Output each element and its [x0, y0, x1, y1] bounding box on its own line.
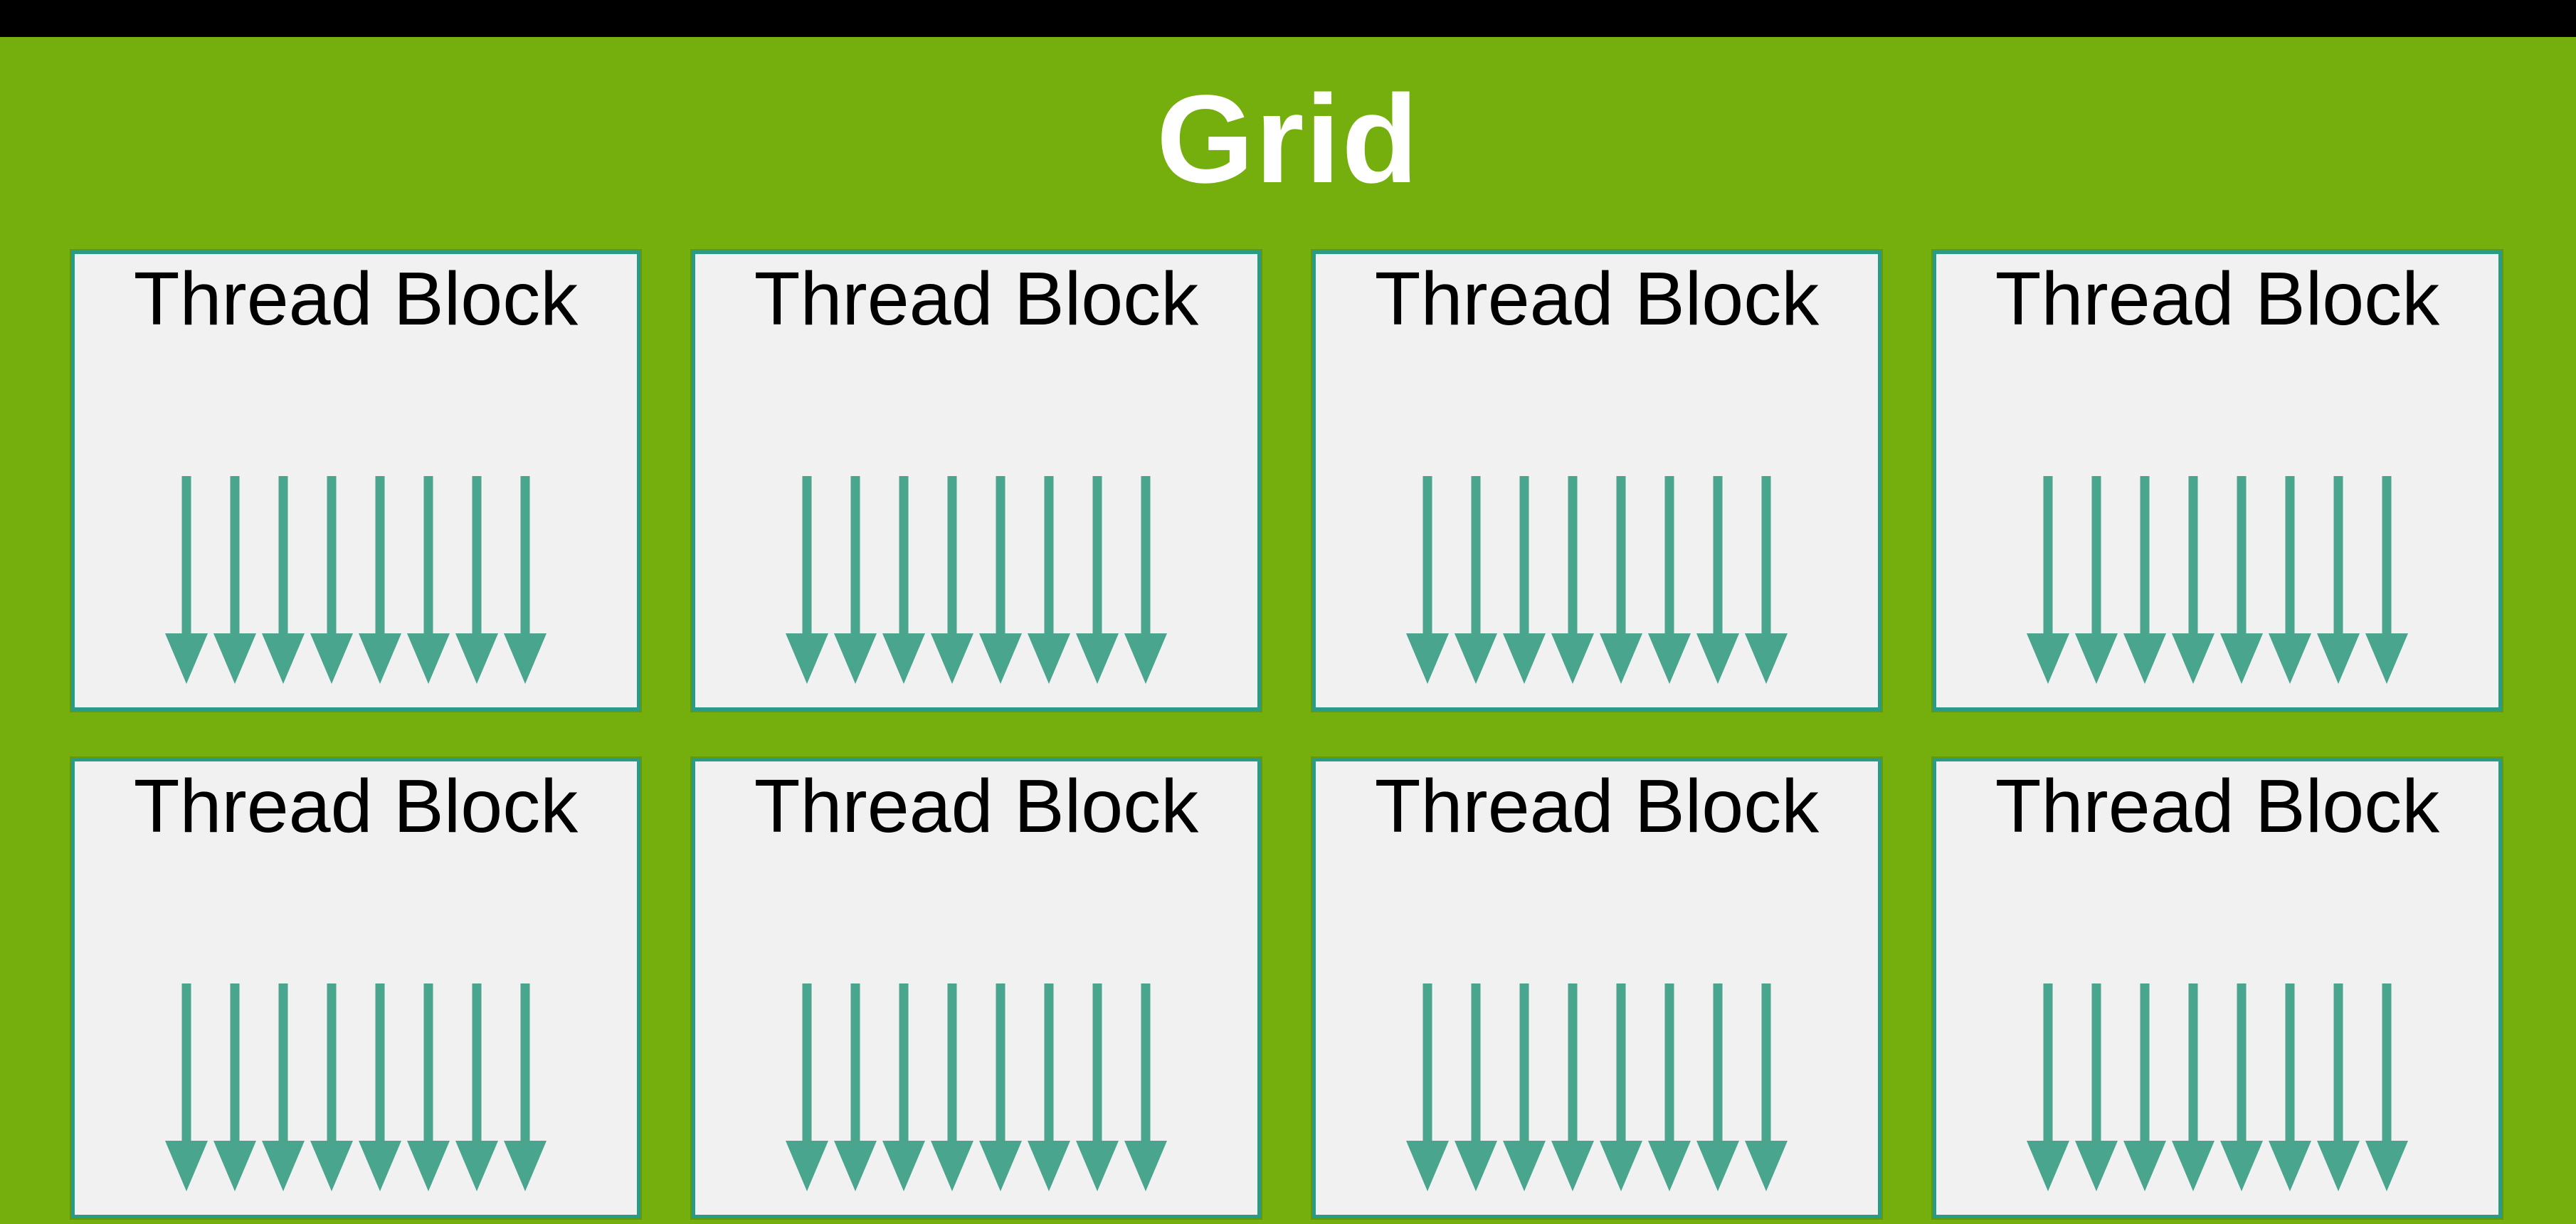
thread-arrow-icon [1028, 983, 1070, 1191]
thread-arrow-icon [2365, 983, 2408, 1191]
thread-arrow-icon [2317, 476, 2360, 684]
thread-arrow-icon [979, 476, 1022, 684]
thread-block-label: Thread Block [1374, 764, 1820, 848]
thread-arrows [1316, 983, 1878, 1191]
thread-block: Thread Block [1931, 756, 2503, 1220]
thread-arrow-icon [1696, 983, 1739, 1191]
thread-block-label: Thread Block [1374, 257, 1820, 341]
thread-block: Thread Block [70, 756, 642, 1220]
thread-arrow-icon [931, 476, 973, 684]
thread-block: Thread Block [1311, 756, 1883, 1220]
thread-arrow-icon [1076, 983, 1119, 1191]
thread-arrow-icon [1600, 476, 1642, 684]
thread-arrow-icon [979, 983, 1022, 1191]
thread-arrow-icon [2027, 983, 2069, 1191]
thread-arrow-icon [786, 476, 828, 684]
thread-arrow-icon [2269, 983, 2311, 1191]
thread-arrow-icon [1551, 983, 1594, 1191]
thread-arrow-icon [1124, 983, 1167, 1191]
thread-arrow-icon [1745, 983, 1788, 1191]
thread-arrow-icon [1503, 476, 1546, 684]
thread-arrow-icon [213, 476, 256, 684]
thread-arrow-icon [504, 476, 547, 684]
thread-arrow-icon [1455, 476, 1497, 684]
thread-arrows [1936, 983, 2498, 1191]
thread-arrows [1316, 476, 1878, 684]
top-black-bar [0, 0, 2576, 37]
thread-arrow-icon [1076, 476, 1119, 684]
thread-block-label: Thread Block [1995, 257, 2440, 341]
thread-arrow-icon [165, 476, 208, 684]
thread-arrow-icon [262, 983, 305, 1191]
thread-arrow-icon [455, 983, 498, 1191]
thread-arrow-icon [1406, 476, 1449, 684]
thread-arrow-icon [1551, 476, 1594, 684]
thread-arrow-icon [931, 983, 973, 1191]
thread-arrow-icon [2172, 983, 2215, 1191]
thread-arrow-icon [2123, 983, 2166, 1191]
thread-arrow-icon [213, 983, 256, 1191]
thread-arrow-icon [2269, 476, 2311, 684]
thread-block-label: Thread Block [133, 257, 579, 341]
thread-arrows [75, 983, 637, 1191]
grid-panel: Grid Thread Block Thread Block Thread Bl… [0, 37, 2576, 1224]
thread-arrow-icon [1124, 476, 1167, 684]
thread-block-label: Thread Block [1995, 764, 2440, 848]
thread-arrow-icon [1028, 476, 1070, 684]
thread-arrow-icon [882, 983, 925, 1191]
thread-arrow-icon [1600, 983, 1642, 1191]
thread-block: Thread Block [690, 249, 1262, 712]
thread-block: Thread Block [1931, 249, 2503, 712]
thread-arrow-icon [834, 983, 877, 1191]
thread-arrow-icon [407, 983, 450, 1191]
thread-blocks-grid: Thread Block Thread Block Thread Block T… [70, 249, 2503, 1220]
thread-arrow-icon [1696, 476, 1739, 684]
thread-arrow-icon [834, 476, 877, 684]
thread-arrow-icon [882, 476, 925, 684]
thread-block: Thread Block [70, 249, 642, 712]
thread-block-label: Thread Block [754, 257, 1199, 341]
thread-arrow-icon [2220, 476, 2263, 684]
thread-arrow-icon [359, 983, 401, 1191]
thread-arrow-icon [310, 476, 353, 684]
thread-block: Thread Block [1311, 249, 1883, 712]
thread-arrow-icon [455, 476, 498, 684]
thread-arrow-icon [2172, 476, 2215, 684]
thread-arrow-icon [2075, 983, 2118, 1191]
thread-arrow-icon [310, 983, 353, 1191]
thread-arrow-icon [2123, 476, 2166, 684]
thread-arrow-icon [2075, 476, 2118, 684]
thread-arrows [695, 983, 1257, 1191]
thread-arrow-icon [1406, 983, 1449, 1191]
thread-arrow-icon [407, 476, 450, 684]
thread-arrow-icon [2220, 983, 2263, 1191]
thread-arrows [1936, 476, 2498, 684]
thread-arrow-icon [1503, 983, 1546, 1191]
thread-arrow-icon [2317, 983, 2360, 1191]
thread-block: Thread Block [690, 756, 1262, 1220]
thread-arrow-icon [1648, 983, 1691, 1191]
thread-block-label: Thread Block [754, 764, 1199, 848]
thread-arrow-icon [1455, 983, 1497, 1191]
thread-arrow-icon [1745, 476, 1788, 684]
thread-arrow-icon [786, 983, 828, 1191]
thread-arrow-icon [359, 476, 401, 684]
thread-arrows [695, 476, 1257, 684]
thread-arrow-icon [2365, 476, 2408, 684]
thread-arrow-icon [1648, 476, 1691, 684]
thread-arrows [75, 476, 637, 684]
grid-title: Grid [1156, 70, 1420, 209]
thread-arrow-icon [262, 476, 305, 684]
thread-block-label: Thread Block [133, 764, 579, 848]
thread-arrow-icon [2027, 476, 2069, 684]
thread-arrow-icon [504, 983, 547, 1191]
thread-arrow-icon [165, 983, 208, 1191]
